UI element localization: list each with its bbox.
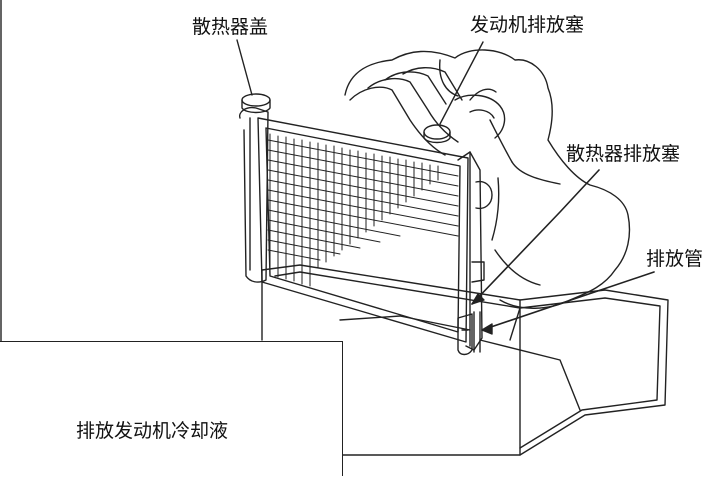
drain-pipe: [473, 311, 481, 353]
label-engine-drain-plug: 发动机排放塞: [470, 14, 585, 36]
leader-radiator-drain-plug: [471, 169, 600, 305]
caption-text: 排放发动机冷却液: [76, 420, 229, 442]
radiator-fins: [267, 133, 459, 287]
caption-box: 排放发动机冷却液: [0, 341, 343, 476]
leader-radiator-cap: [236, 39, 253, 96]
radiator-core: [257, 117, 469, 343]
engine-drain-plug: [423, 124, 451, 144]
label-radiator-cap: 散热器盖: [192, 16, 269, 38]
radiator-cap: [241, 93, 271, 114]
leader-drain-pipe: [481, 271, 655, 331]
arrow-head-drain-pipe: [481, 323, 493, 335]
radiator-left-tank: [239, 106, 269, 283]
engine-block: [344, 49, 631, 309]
leader-engine-drain-plug: [439, 41, 484, 125]
label-drain-pipe: 排放管: [646, 248, 704, 270]
label-radiator-drain-plug: 散热器排放塞: [566, 143, 681, 165]
arrow-head-drain-plug: [471, 293, 485, 305]
radiator-drain-plug: [457, 313, 473, 356]
drain-tray: [261, 264, 669, 456]
